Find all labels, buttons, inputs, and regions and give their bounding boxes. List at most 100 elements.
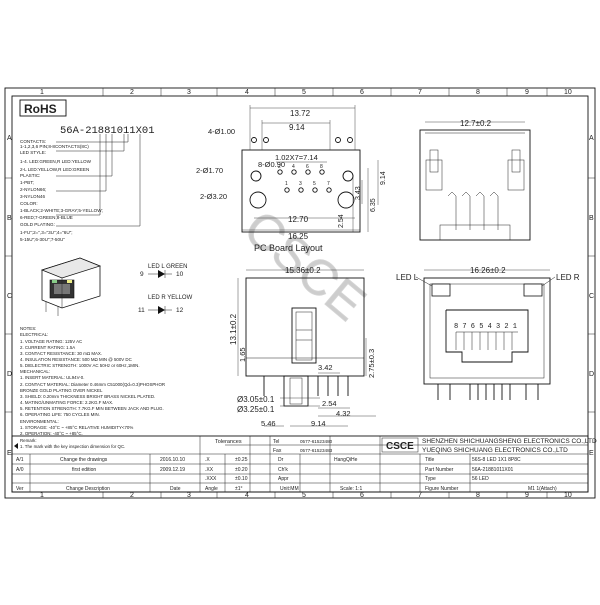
zone-top-1: 1 <box>40 89 44 96</box>
option-line-1: 1-1,2,3,6 PIN;8-8CONTACTS(8C) <box>20 144 89 149</box>
svg-text:1. INSERT MATERIAL: UL94V-0.: 1. INSERT MATERIAL: UL94V-0. <box>20 375 84 380</box>
shield-hole <box>342 170 354 182</box>
svg-text:3. SHIELD: 0.20mm THICKNESS BR: 3. SHIELD: 0.20mm THICKNESS BRIGHT BRASS… <box>20 394 155 399</box>
svg-text:.XXX: .XXX <box>205 476 217 482</box>
zone-bottom-6: 6 <box>360 492 364 499</box>
svg-text:2. CURRENT RATING: 1.5A: 2. CURRENT RATING: 1.5A <box>20 345 75 350</box>
iso-connector-sketch <box>40 257 102 316</box>
svg-text:Ch'k: Ch'k <box>278 467 288 473</box>
option-line-11: 6-RED;7-GREEN;8-BLUE <box>20 215 73 220</box>
led-green-pin-a: 9 <box>140 271 144 278</box>
part-code-leaders <box>56 134 141 227</box>
pcb-dim-635: 6.35 <box>370 198 377 212</box>
pcb-layout-view: 13.72 9.14 4-Ø1.00 8-Ø0.90 1.02X7=7.14 2… <box>196 105 387 253</box>
option-line-7: 2-NYLON66; <box>20 187 46 192</box>
svg-text:1. STORAGE: -40°C ~ +85°C RELA: 1. STORAGE: -40°C ~ +85°C RELATIVE HUMID… <box>20 425 133 430</box>
pcb-dim-8-holes: 8-Ø0.90 <box>258 160 285 169</box>
svg-text:7: 7 <box>327 181 330 187</box>
svg-text:Ver: Ver <box>16 486 24 492</box>
svg-text:2. CONTACT MATERIAL: Diameter: 2. CONTACT MATERIAL: Diameter 0.46mm C51… <box>20 382 165 387</box>
front-dim-325: Ø3.25±0.1 <box>237 405 275 414</box>
zone-left-d: D <box>7 371 12 378</box>
zone-top-2: 2 <box>130 89 134 96</box>
zone-top-4: 4 <box>245 89 249 96</box>
svg-text:Type: Type <box>425 476 436 482</box>
svg-text:3. CONTACT RESISTANCE: 30 mΩ M: 3. CONTACT RESISTANCE: 30 mΩ MAX. <box>20 351 102 356</box>
option-line-9: COLOR: <box>20 201 38 206</box>
pcb-dim-914: 9.14 <box>289 123 305 132</box>
svg-text:1. The mark with the key inspe: 1. The mark with the key inspection dime… <box>20 444 125 449</box>
option-line-2: LED STYLE: <box>20 150 46 155</box>
pcb-dim-1270: 12.70 <box>288 215 309 224</box>
option-line-3: 1-4. LED:GREEN,R LED:YELLOW <box>20 159 92 164</box>
led-legend: LED L GREEN 9 10 LED R YELLOW 11 12 <box>138 264 193 314</box>
option-line-8: 3-NYLON46 <box>20 194 45 199</box>
tb-fax-label: Fax <box>273 448 282 454</box>
zone-bottom-9: 9 <box>525 492 529 499</box>
svg-text:6: 6 <box>306 164 309 170</box>
tb-company-1: SHENZHEN SHICHUANGSHENG ELECTRONICS CO.,… <box>422 438 597 445</box>
svg-text:Date: Date <box>170 486 181 492</box>
zone-top-6: 6 <box>360 89 364 96</box>
zone-left-a: A <box>7 135 12 142</box>
front-dim-254: 2.54 <box>322 399 337 408</box>
outer-frame <box>4 87 596 499</box>
contact-fingers <box>455 331 518 350</box>
svg-text:.X: .X <box>205 457 210 463</box>
svg-text:5: 5 <box>313 181 316 187</box>
led-r-window <box>523 283 543 297</box>
svg-text:first edition: first edition <box>72 467 96 473</box>
zone-top-7: 7 <box>418 89 422 96</box>
front-dim-131: 13.1±0.2 <box>229 313 238 345</box>
pcb-dim-led-holes: 2-Ø1.70 <box>196 166 223 175</box>
zone-left-e: E <box>7 450 12 457</box>
front-dim-546: 5.46 <box>261 419 276 428</box>
svg-text:4: 4 <box>292 164 295 170</box>
option-line-12: GOLD PLATING: <box>20 222 55 227</box>
zone-top-3: 3 <box>187 89 191 96</box>
pcb-dim-254: 2.54 <box>338 214 345 228</box>
option-line-5: PLASTIC: <box>20 173 40 178</box>
led-hole <box>263 137 269 143</box>
tb-tel-label: Tel <box>273 439 279 445</box>
svg-text:HangQiHe: HangQiHe <box>334 457 358 463</box>
tb-company-2: YUEQING SHICHUANG ELECTRONICS CO.,LTD <box>422 447 568 454</box>
zone-top-8: 8 <box>476 89 480 96</box>
tb-tolerances-label: Tolerances <box>215 439 242 445</box>
zone-labels: 1 2 3 4 5 6 7 8 9 10 1 2 3 4 5 6 7 8 9 1… <box>7 89 594 499</box>
rj45-opening <box>445 309 529 363</box>
svg-text:56A-21881011X01: 56A-21881011X01 <box>472 467 514 473</box>
zone-right-c: C <box>589 293 594 300</box>
zone-right-e: E <box>589 450 594 457</box>
svg-text:MECHANICAL:: MECHANICAL: <box>20 369 50 374</box>
led-green-diode-icon <box>158 270 165 278</box>
jack-dim-1626: 16.26±0.2 <box>470 266 506 275</box>
tb-row-2: .XXX ±0.10 Appr Type 56 LED <box>205 476 489 482</box>
svg-text:BRONZE GOLD PLATING OVER NICKE: BRONZE GOLD PLATING OVER NICKEL <box>20 388 103 393</box>
led-yellow-pin-b: 12 <box>176 307 184 314</box>
led-hole <box>335 137 341 143</box>
zone-bottom-3: 3 <box>187 492 191 499</box>
option-line-13: 1-FU";2=",3="3U";4="6U"; <box>20 230 73 235</box>
zone-top-10: 10 <box>564 89 572 96</box>
pin-numbers-top: 2 4 6 8 <box>278 164 323 170</box>
zone-bottom-1: 1 <box>40 492 44 499</box>
rohs-label: RoHS <box>24 102 57 116</box>
led-yellow-diode-icon <box>158 306 165 314</box>
shield-hole <box>250 170 262 182</box>
svg-text:Figure Number: Figure Number <box>425 486 459 492</box>
zone-bottom-4: 4 <box>245 492 249 499</box>
svg-text:Title: Title <box>425 457 434 463</box>
svg-text:1: 1 <box>285 181 288 187</box>
zone-right-b: B <box>589 215 594 222</box>
led-green-label: LED L GREEN <box>148 264 187 270</box>
svg-text:6. OPERATING LIFE: 750 CYCLES: 6. OPERATING LIFE: 750 CYCLES MIN. <box>20 412 100 417</box>
svg-text:A/0: A/0 <box>16 467 24 473</box>
front-dim-342: 3.42 <box>318 363 333 372</box>
qc-mark-icon <box>14 443 18 449</box>
zone-bottom-5: 5 <box>302 492 306 499</box>
zone-left-c: C <box>7 293 12 300</box>
svg-text:56 LED: 56 LED <box>472 476 489 482</box>
